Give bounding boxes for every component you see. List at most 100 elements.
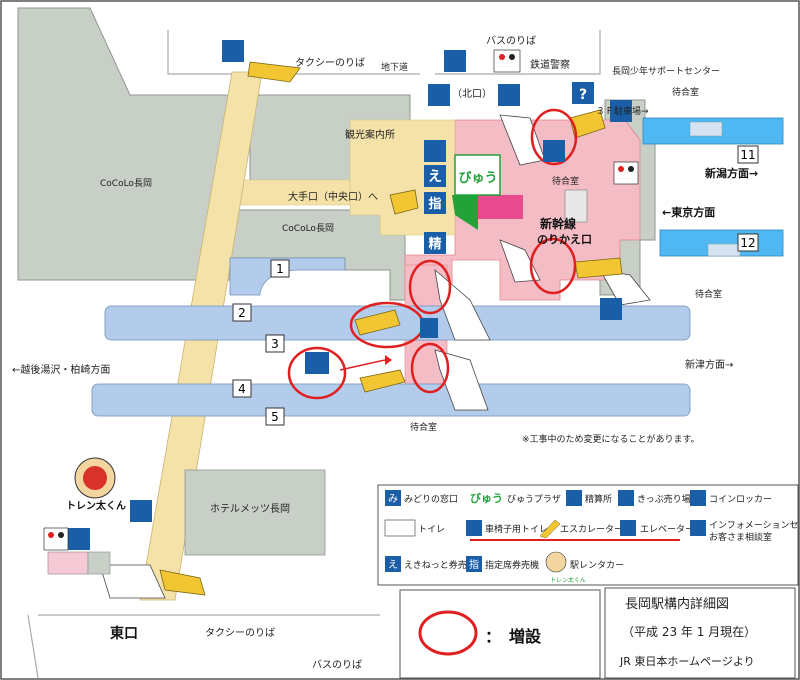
arrow-head [385,355,392,365]
toilet-icons [43,49,639,551]
key-icon [610,100,632,122]
legend-ekinet: えきねっと券売機 [404,559,476,571]
label-shonen: 長岡少年サポートセンター [612,65,720,77]
label-bus-east: バスのりば [312,659,362,671]
svg-text:み: み [388,494,398,505]
title-box [604,587,796,679]
road-outline [435,30,601,75]
toilet-icon [613,161,639,185]
legend-frame [377,484,799,586]
legend-seisan: 精算所 [585,493,612,505]
ticket-icon [618,490,634,506]
legend: み みどりの窓口 びゅう びゅうプラザ 精算所 きっぷ売り場 コインロッカー ト… [377,484,800,586]
label-norikae: のりかえ口 [537,233,592,246]
waiting-box [689,121,723,137]
legend-elevator: エレベーター [640,524,694,535]
label-higashiguchi: 東口 [110,625,138,642]
label-chikado: 地下道 [381,61,408,73]
label-tetsudo: 鉄道警察 [530,58,570,71]
wheelchair-icon [305,352,329,374]
svg-text:精: 精 [428,236,441,252]
track-12: 12 [740,236,755,250]
green-area [452,195,478,230]
label-parking: ３Ｆ駐車場→ [596,105,649,117]
pink-shop [478,195,523,219]
legend-escalator: エスカレーター [560,524,623,535]
pink-box [47,551,89,575]
svg-text:え: え [428,169,442,185]
view-plaza [454,154,501,196]
view-plaza-logo: びゅう [458,171,497,186]
legend-rentacar: 駅レンタカー [570,560,624,571]
date-text: （平成 23 年 1 月現在） [622,625,756,639]
midori-icon [385,490,401,506]
legend-midori: みどりの窓口 [404,493,458,505]
label-cocolo2: CoCoLo長岡 [282,223,334,234]
camera-icon [424,140,446,162]
legend-info: インフォメーションセンター [709,520,800,531]
label-kitaguchi: （北口） [452,88,492,100]
elevator-icon [130,500,152,522]
label-notice: ※工事中のため変更になることがあります。 [522,433,700,445]
gray-box [87,551,111,575]
key-icon [428,84,450,106]
seisan-icon [566,490,582,506]
track-1: 1 [276,262,284,276]
label-echigo: ←越後湯沢・柏崎方面 [12,363,110,376]
label-taxi-north: タクシーのりば [295,57,365,69]
legend-info2: お客さま相談室 [709,531,772,543]
legend-toilet: トイレ [418,525,445,535]
label-tokyo: ←東京方面 [662,205,715,219]
circle-key-label: ： 増設 [485,627,542,646]
label-hotel: ホテルメッツ長岡 [210,503,290,515]
elevator-icon [600,298,622,320]
label-kanko: 観光案内所 [345,128,395,141]
locker-icon [690,490,706,506]
ekinet-icon [385,556,401,572]
shitei-icon [466,556,482,572]
map-labels: タクシーのりば 地下道 バスのりば 鉄道警察 長岡少年サポートセンター （北口）… [12,35,758,671]
label-niigata: 新潟方面→ [705,166,758,180]
seisan-icon [424,232,446,254]
label-machiai-mid: 待合室 [552,175,579,187]
shitei-icon [424,192,446,214]
track-2: 2 [238,306,246,320]
legend-view-logo: びゅう [470,491,503,505]
wheelchair-icon [498,84,520,106]
circle-key-box [399,589,601,679]
info-icon [572,82,594,104]
info-icon [690,520,706,536]
legend-wc-toilet: 車椅子用トイレ [485,523,548,535]
label-cocolo1: CoCoLo長岡 [100,178,152,189]
wheelchair-icon [466,520,482,536]
ekinet-icon [424,165,446,187]
track-4: 4 [238,382,246,396]
legend-shitei: 指定席券売機 [485,559,539,571]
arrow-line [339,359,386,371]
label-bus-north: バスのりば [486,35,536,47]
label-niitsu: 新津方面→ [685,358,733,371]
elevator-icon [222,40,244,62]
label-machiai-top: 待合室 [672,86,699,98]
toilet-icon [43,527,69,551]
road-outline [167,30,420,75]
elevator-icon [420,318,438,338]
escalators [159,61,623,596]
track-11: 11 [740,148,755,162]
waiting-room-box [564,189,588,223]
label-machiai-right: 待合室 [695,288,722,300]
toilet-icon [384,519,416,537]
track-numbers: 1 2 3 4 5 11 12 [232,145,759,426]
platform-4-5 [91,383,691,417]
mascot-icon [545,551,567,573]
wheelchair-icon [68,528,90,550]
elevator-icon [543,140,565,162]
label-otete: 大手口（中央口）へ [288,190,378,203]
hotel-building [184,469,326,556]
source-text: JR 東日本ホームページより [619,654,755,668]
svg-text:?: ? [579,87,587,103]
road-outline [27,614,39,679]
label-shinkansen: 新幹線 [540,216,576,231]
track-3: 3 [271,337,279,351]
